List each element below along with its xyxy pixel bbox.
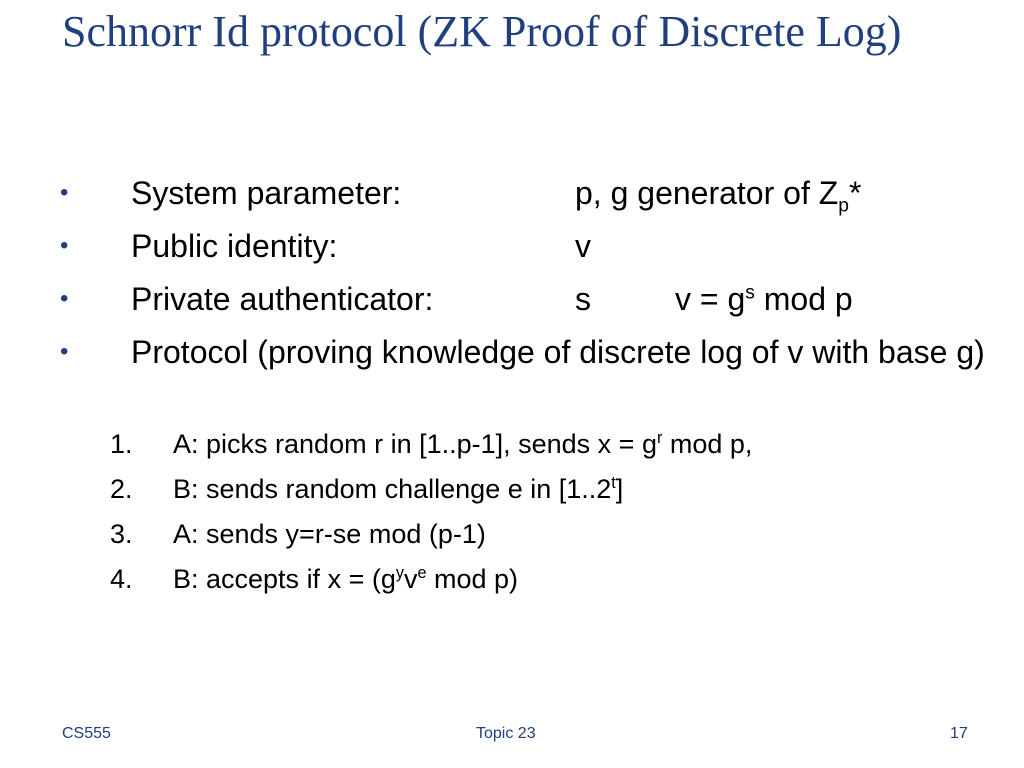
step-3: 3. A: sends y=r-se mod (p-1): [110, 519, 486, 549]
bullet-private-authenticator: • Private authenticator: s v = gs mod p: [60, 280, 990, 318]
bullet-value: v: [575, 228, 591, 264]
footer-course: CS555: [62, 725, 111, 742]
footer-topic: Topic 23: [476, 725, 536, 742]
step-number: 3.: [110, 519, 133, 549]
step-2: 2. B: sends random challenge e in [1..2t…: [110, 474, 624, 504]
bullet-value: s: [575, 281, 591, 317]
bullet-value: p, g generator of Zp*: [575, 175, 862, 217]
protocol-steps: 1. A: picks random r in [1..p-1], sends …: [110, 428, 990, 608]
bullet-label: System parameter:: [131, 175, 402, 211]
step-number: 2.: [110, 474, 133, 504]
bullet-public-identity: • Public identity: v: [60, 227, 990, 265]
bullet-label: Private authenticator:: [131, 281, 434, 317]
bullet-protocol: • Protocol (proving knowledge of discret…: [60, 333, 990, 371]
step-number: 1.: [110, 429, 133, 459]
bullet-icon: •: [60, 179, 69, 206]
bullet-label: Public identity:: [131, 228, 338, 264]
bullet-list: • System parameter: p, g generator of Zp*…: [60, 174, 990, 386]
footer-page-number: 17: [950, 725, 968, 742]
step-1: 1. A: picks random r in [1..p-1], sends …: [110, 429, 753, 459]
bullet-relation: v = gs mod p: [675, 281, 853, 317]
slide-title: Schnorr Id protocol (ZK Proof of Discret…: [62, 7, 902, 56]
bullet-icon: •: [60, 232, 69, 259]
step-number: 4.: [110, 564, 133, 594]
bullet-text: Protocol (proving knowledge of discrete …: [131, 334, 985, 370]
step-4: 4. B: accepts if x = (gyve mod p): [110, 564, 518, 594]
bullet-icon: •: [60, 285, 69, 312]
bullet-system-parameter: • System parameter: p, g generator of Zp*: [60, 174, 990, 217]
bullet-icon: •: [60, 338, 69, 365]
